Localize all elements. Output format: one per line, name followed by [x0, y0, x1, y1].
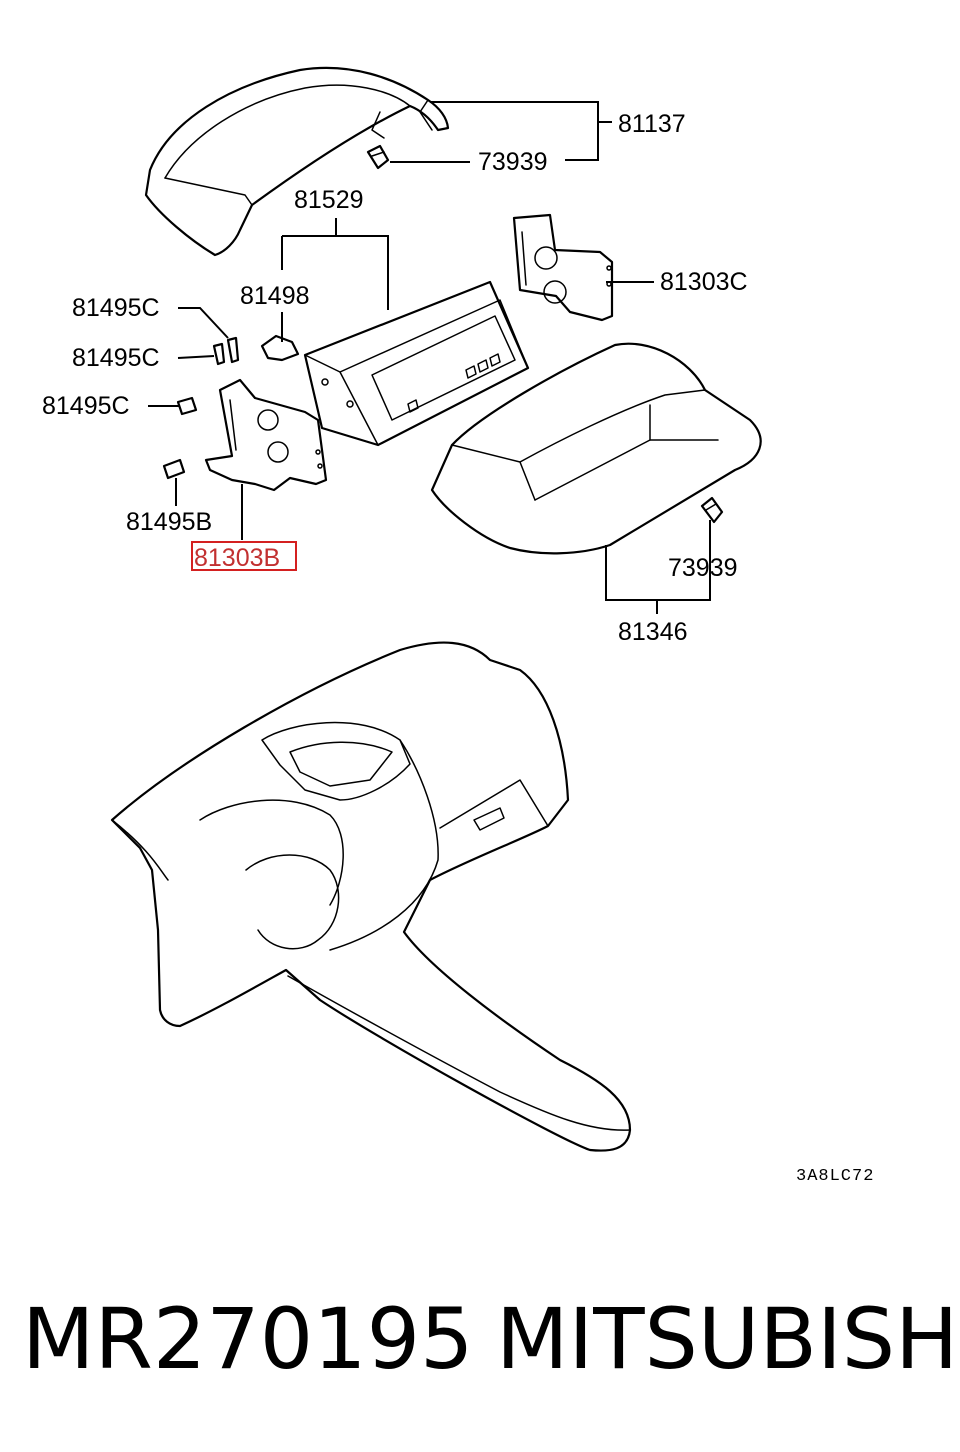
leader-lines [148, 101, 711, 614]
callout-81495c-1: 81495C [72, 294, 160, 322]
bracket-81303b [204, 378, 328, 492]
callout-81495b: 81495B [126, 508, 212, 536]
diagram-reference-code: 3A8LC72 [796, 1167, 874, 1186]
combination-meter [303, 280, 530, 447]
callout-81495c-3: 81495C [42, 392, 130, 420]
meter-cover-lower [430, 342, 762, 555]
callout-81137: 81137 [618, 110, 686, 138]
callout-81495c-2: 81495C [72, 344, 160, 372]
callout-81346: 81346 [618, 618, 688, 646]
instrument-panel-overview [110, 641, 632, 1152]
callout-81303c: 81303C [660, 268, 748, 296]
footer-banner: MR270195 MITSUBISHI [0, 1290, 960, 1400]
screw-81495c-1 [226, 336, 240, 364]
part-number: MR270195 [22, 1290, 474, 1388]
clip-73939-bottom [700, 496, 724, 524]
exploded-view-drawing: 81137 73939 81529 81303C 81498 81495C 81… [42, 66, 874, 1186]
screw-81495c-2 [212, 342, 226, 366]
callout-81498: 81498 [240, 282, 310, 310]
bracket-81303c [512, 213, 614, 322]
highlight-box-81303b [191, 541, 297, 571]
callout-81529: 81529 [294, 186, 364, 214]
bulb-socket-81498 [260, 334, 300, 362]
meter-hood-upper [144, 66, 450, 257]
screw-81495b [162, 458, 186, 480]
clip-73939-top [366, 144, 390, 170]
screw-81495c-3 [176, 396, 198, 416]
callout-73939-top: 73939 [478, 148, 548, 176]
callout-81303b-highlighted[interactable]: 81303B [194, 544, 280, 572]
callout-73939-bottom: 73939 [668, 554, 738, 582]
brand-name: MITSUBISHI [496, 1290, 960, 1388]
